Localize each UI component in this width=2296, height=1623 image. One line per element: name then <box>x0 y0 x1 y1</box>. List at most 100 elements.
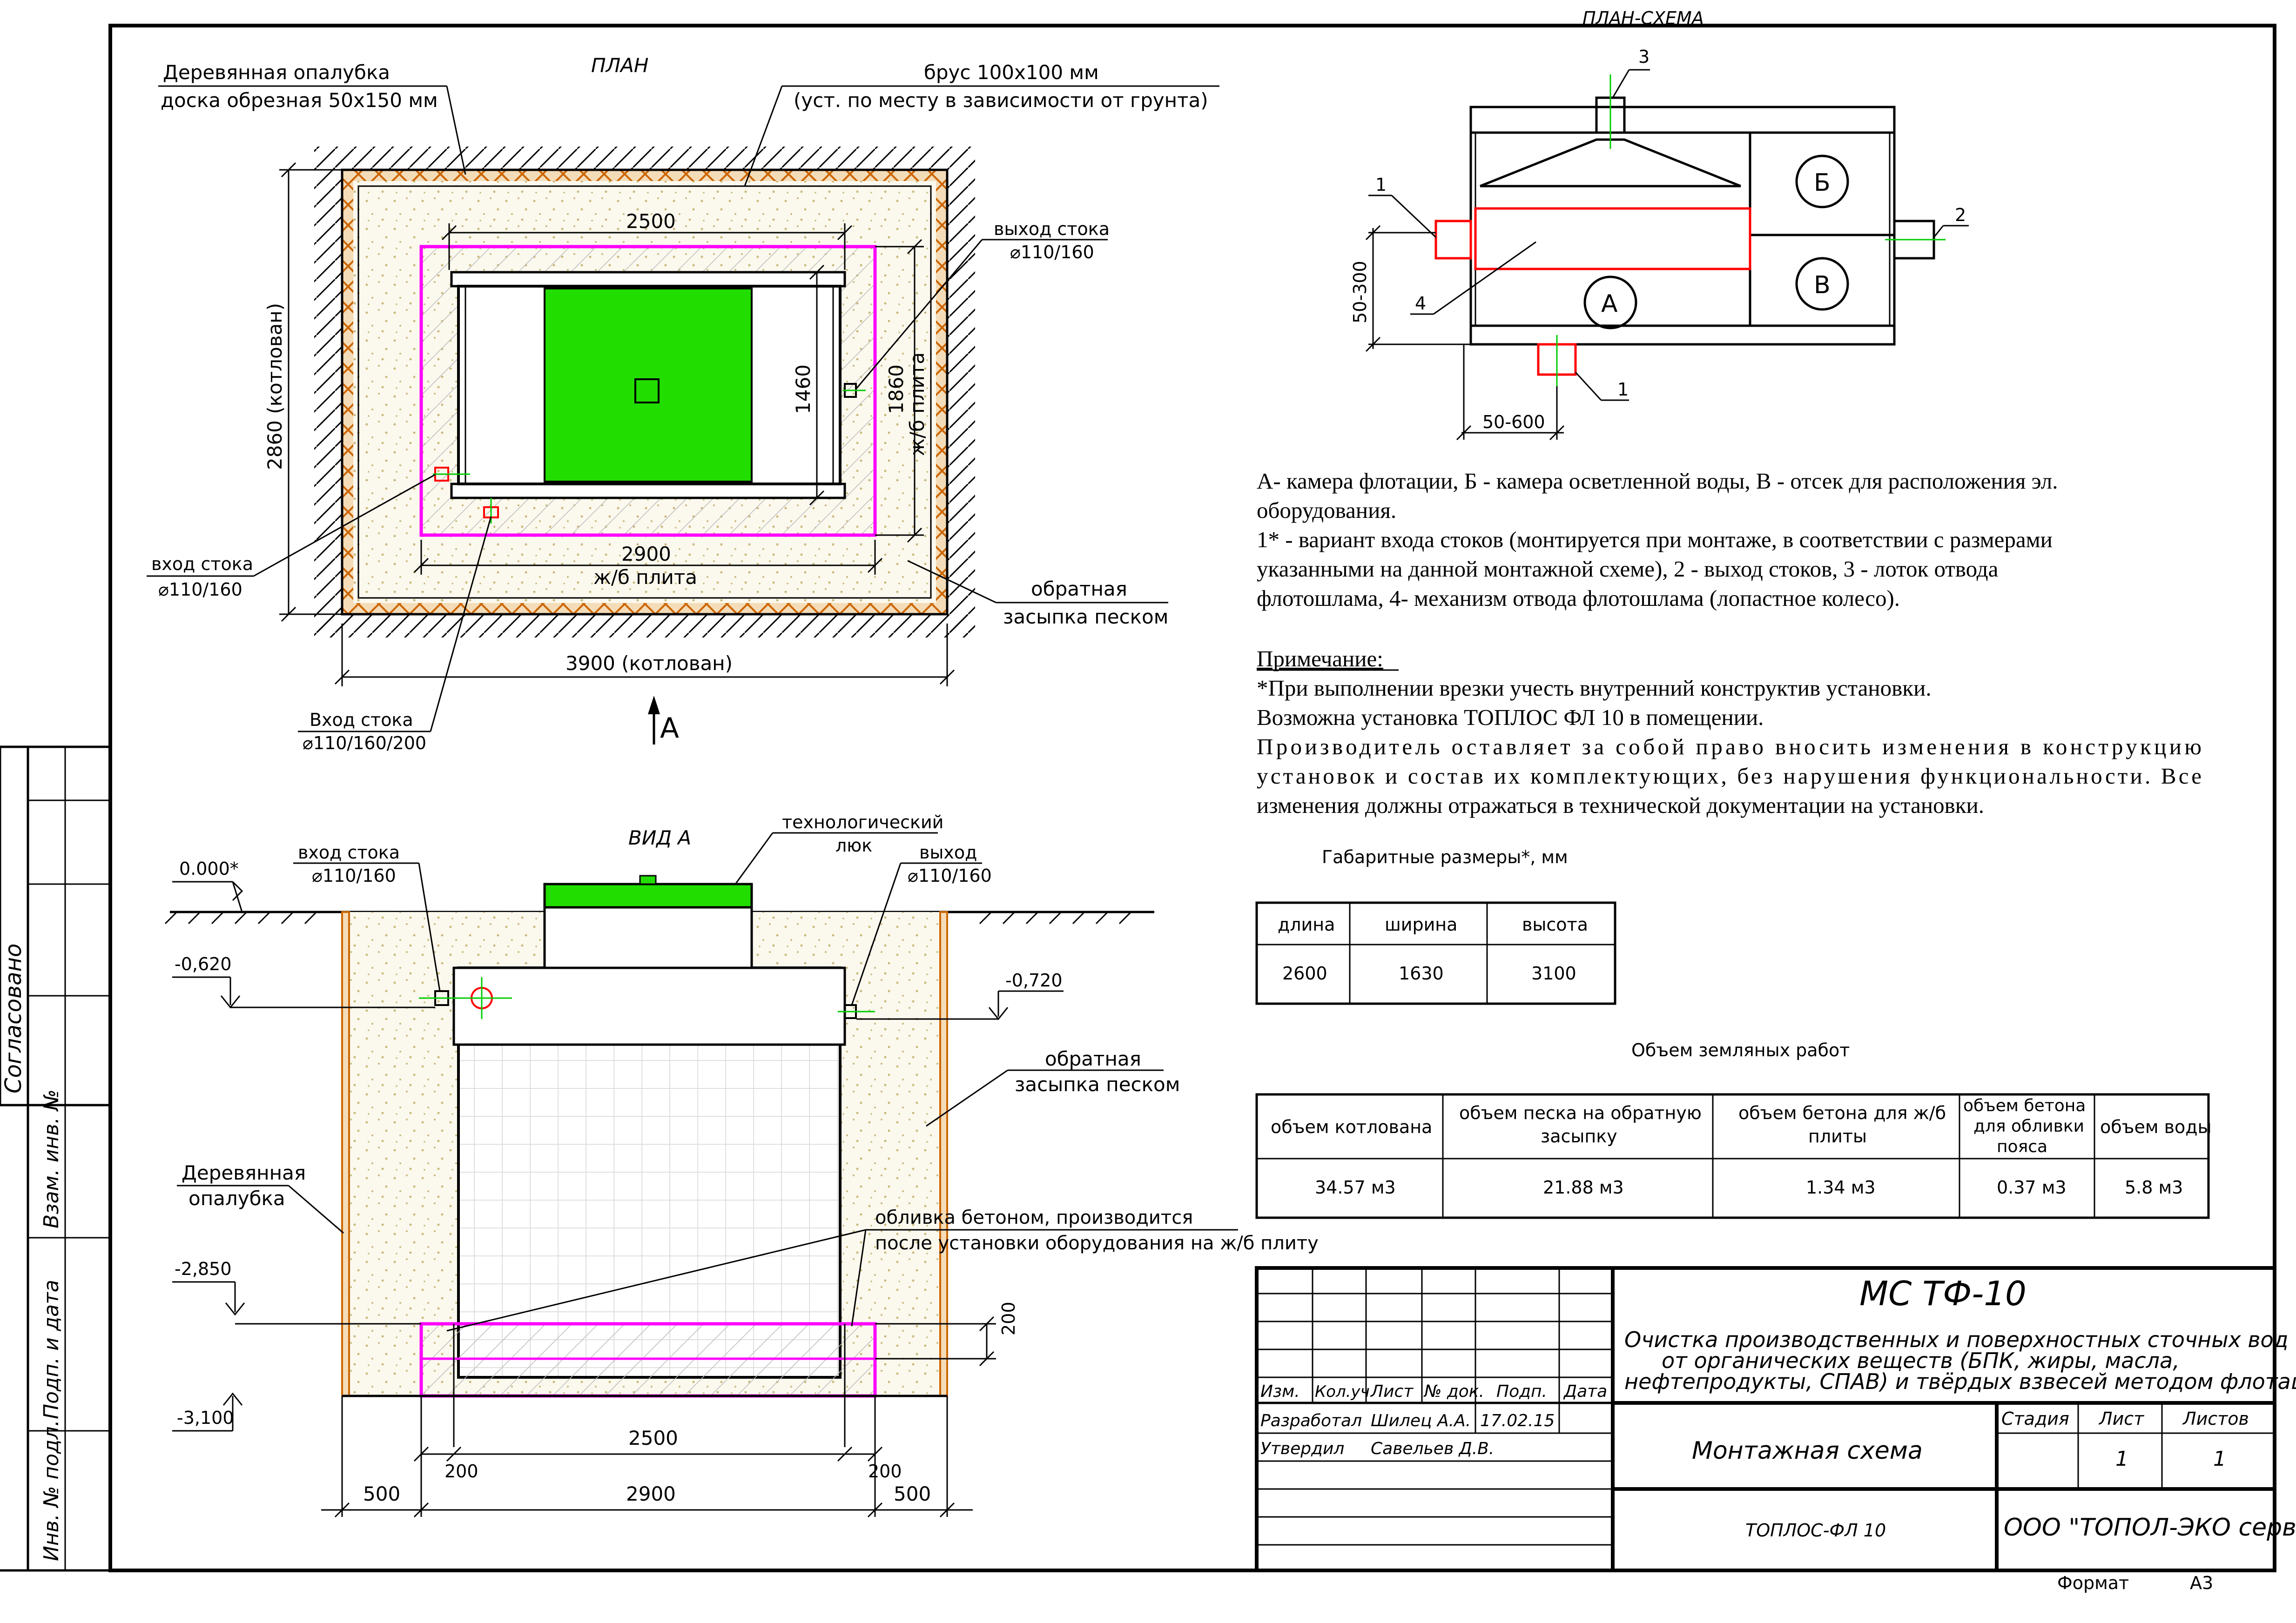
tb-product: ТОПЛОС-ФЛ 10 <box>1745 1520 1886 1541</box>
soil-hatch-left <box>314 147 342 637</box>
earth-v-water: 5.8 м3 <box>2125 1177 2183 1198</box>
tank-green-chamber <box>544 288 753 483</box>
dims-h-height: высота <box>1522 914 1588 935</box>
dims-v-height: 3100 <box>1531 963 1576 984</box>
tb-format-label: Формат <box>2057 1573 2129 1593</box>
note-title: Примечание: <box>1257 646 1383 671</box>
plan-inlet2-label-2: ⌀110/160/200 <box>303 733 426 753</box>
view-a-formwork-label-2: опалубка <box>189 1187 285 1210</box>
view-a-concrete-label-1: обливка бетоном, производится <box>875 1207 1193 1228</box>
view-a-dim-2500: 2500 <box>628 1427 678 1449</box>
plan-dim-2500: 2500 <box>626 210 676 233</box>
plan-dim-1460: 1460 <box>792 364 815 414</box>
earth-table-caption: Объем земляных работ <box>1631 1040 1850 1060</box>
view-a-dim-500-r: 500 <box>894 1482 931 1505</box>
soil-hatch-bottom <box>314 614 975 637</box>
legend-line-2: оборудования. <box>1257 497 1396 523</box>
scheme-callout-1a: 1 <box>1375 174 1387 195</box>
soil-hatch-right <box>947 147 975 637</box>
tb-h-sheets: Листов <box>2182 1408 2249 1429</box>
tb-r2-name: Савельев Д.В. <box>1371 1439 1494 1458</box>
side-podp: Подп. и дата <box>40 1280 63 1419</box>
tb-r1-date: 17.02.15 <box>1480 1411 1555 1430</box>
level-620: -0,620 <box>175 954 232 974</box>
tb-h-list: Лист <box>1370 1382 1414 1401</box>
plan-beam-label-2: (уст. по месту в зависимости от грунта) <box>794 89 1208 112</box>
view-a-title: ВИД А <box>628 826 691 849</box>
tb-sheet-no: 1 <box>2115 1447 2128 1471</box>
dims-v-length: 2600 <box>1282 963 1327 984</box>
tb-h-data: Дата <box>1563 1382 1607 1401</box>
scheme-callout-2: 2 <box>1955 205 1966 225</box>
scheme-circle-b <box>1795 154 1849 208</box>
plan-backfill-label-2: засыпка песком <box>1003 605 1168 628</box>
scheme-callout-4: 4 <box>1415 293 1426 314</box>
tb-sheet-title: Монтажная схема <box>1692 1437 1923 1465</box>
note-2: Возможна установка ТОПЛОС ФЛ 10 в помеще… <box>1257 704 1764 730</box>
side-stamp: Согласовано Взам. инв. № Подп. и дата Ин… <box>0 745 112 1572</box>
tb-r2-role: Утвердил <box>1260 1439 1344 1458</box>
level-2850: -2,850 <box>175 1259 232 1279</box>
plan-dim-3900: 3900 (котлован) <box>566 652 733 675</box>
tb-h-ndok: № док. <box>1423 1382 1484 1401</box>
dims-v-width: 1630 <box>1399 963 1444 984</box>
legend-line-4: указанными на данной монтажной схеме), 2… <box>1257 556 1999 582</box>
plan-title: ПЛАН <box>591 54 648 77</box>
tb-h-sheet: Лист <box>2098 1408 2145 1429</box>
earth-h-slab-2: плиты <box>1808 1126 1867 1147</box>
scheme-dim-50-600: 50-600 <box>1482 412 1545 432</box>
level-3100: -3,100 <box>177 1408 234 1428</box>
plan-outlet-label-1: выход стока <box>994 219 1110 239</box>
view-a-dim-500-l: 500 <box>363 1482 400 1505</box>
earth-table: Объем земляных работ объем котлована объ… <box>1255 1040 2212 1219</box>
view-a-dim-200-v: 200 <box>998 1301 1019 1335</box>
view-a-outlet-label-2: ⌀110/160 <box>908 865 992 886</box>
tb-company: ООО "ТОПОЛ-ЭКО сервис" <box>2004 1514 2296 1542</box>
plan-outlet-label-2: ⌀110/160 <box>1010 242 1094 262</box>
dims-table: Габаритные размеры*, мм длина ширина выс… <box>1255 847 1616 1005</box>
plan-beam-label-1: брус 100х100 мм <box>924 61 1099 84</box>
scheme-dim-50-300: 50-300 <box>1350 261 1370 323</box>
section-hatch-lid <box>543 883 753 909</box>
plan-inlet-label-2: ⌀110/160 <box>158 579 242 600</box>
dims-h-length: длина <box>1278 914 1335 935</box>
legend-line-1: А- камера флотации, Б - камера осветленн… <box>1257 468 2058 494</box>
view-a-hatch-label-2: люк <box>835 835 872 856</box>
scheme-circle-a <box>1583 275 1637 329</box>
plan-formwork-pattern <box>343 171 946 613</box>
tank-bottom-rail <box>450 483 846 499</box>
tb-format-value: А3 <box>2190 1573 2213 1593</box>
scheme-label-v: В <box>1814 271 1831 299</box>
tank-top-rail <box>450 271 846 288</box>
earth-h-belt-2: для обливки <box>1973 1117 2084 1136</box>
note-1: *При выполнении врезки учесть внутренний… <box>1257 675 1932 701</box>
earth-v-pit: 34.57 м3 <box>1315 1177 1396 1198</box>
scheme-label-b: Б <box>1814 169 1831 197</box>
note-5: изменения должны отражаться в техническо… <box>1257 792 1984 818</box>
scheme-title: ПЛАН-СХЕМА <box>1582 8 1704 28</box>
view-a-backfill-label-2: засыпка песком <box>1015 1073 1180 1096</box>
scheme-circle-v <box>1795 257 1849 311</box>
dims-table-caption: Габаритные размеры*, мм <box>1322 847 1568 867</box>
title-block: Изм. Кол.уч Лист № док. Подп. Дата Разра… <box>1255 1266 2296 1593</box>
earth-v-sand: 21.88 м3 <box>1543 1177 1624 1198</box>
plan-formwork-label-1: Деревянная опалубка <box>163 61 390 84</box>
section-tank-top <box>452 966 846 1046</box>
plan-dim-2900: 2900 <box>621 543 671 565</box>
view-a-outlet-label-1: выход <box>919 842 977 863</box>
dims-h-width: ширина <box>1385 914 1457 935</box>
tb-r1-name: Шилец А.А. <box>1371 1411 1471 1430</box>
legend-line-5: флотошлама, 4- механизм отвода флотошлам… <box>1257 585 1900 611</box>
earth-h-slab-1: объем бетона для ж/б <box>1738 1103 1946 1123</box>
level-0: 0.000* <box>179 858 239 879</box>
earth-h-sand-1: объем песка на обратную <box>1459 1103 1702 1123</box>
legend-line-3: 1* - вариант входа стоков (монтируется п… <box>1257 527 2053 552</box>
earth-h-belt-1: объем бетона <box>1963 1096 2086 1115</box>
side-agreed: Согласовано <box>0 944 27 1093</box>
section-view-a: ВИД А 0.000* -0,620 <box>164 812 1319 1518</box>
tb-desc-3: нефтепродукты, СПАВ) и твёрдых взвесей м… <box>1624 1369 2296 1394</box>
plan-inlet2-label-1: Вход стока <box>310 710 413 730</box>
tb-code: МС ТФ-10 <box>1859 1274 2027 1313</box>
view-a-backfill-label-1: обратная <box>1045 1047 1141 1070</box>
earth-h-belt-3: пояса <box>1997 1137 2047 1156</box>
